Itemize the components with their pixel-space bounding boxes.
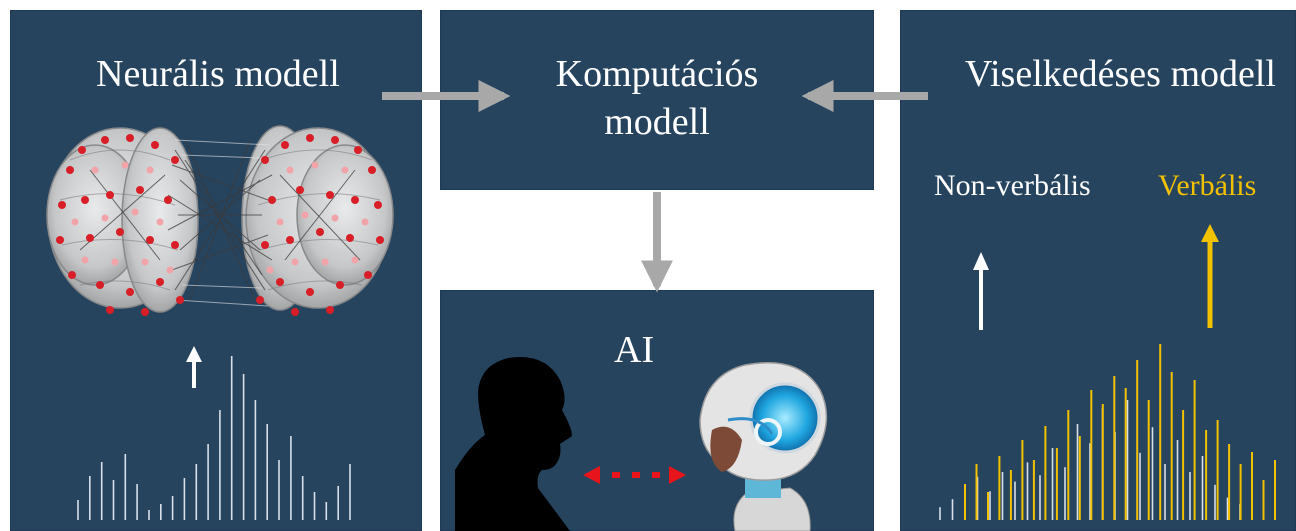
verbal-label: Verbális — [1158, 169, 1257, 202]
nonverbal-label: Non-verbális — [934, 169, 1091, 202]
neural-model-title: Neurális modell — [96, 53, 340, 95]
robot-head — [699, 362, 828, 531]
computational-title-line1: Komputációs — [555, 53, 759, 95]
interaction-double-arrow — [583, 466, 686, 484]
neural-spike-train — [77, 356, 351, 520]
computational-model-title: Komputációs modell — [440, 50, 874, 146]
verbal-up-arrow — [1201, 224, 1219, 328]
human-silhouette — [455, 356, 572, 531]
ai-title: AI — [614, 329, 655, 371]
nonverbal-up-arrow — [973, 252, 989, 330]
behavioral-model-title: Viselkedéses modell — [964, 53, 1276, 95]
brain-network-image — [46, 125, 394, 316]
neural-up-arrow — [186, 346, 202, 388]
computational-title-line2: modell — [604, 101, 710, 143]
verbal-spike-train — [964, 344, 1276, 520]
